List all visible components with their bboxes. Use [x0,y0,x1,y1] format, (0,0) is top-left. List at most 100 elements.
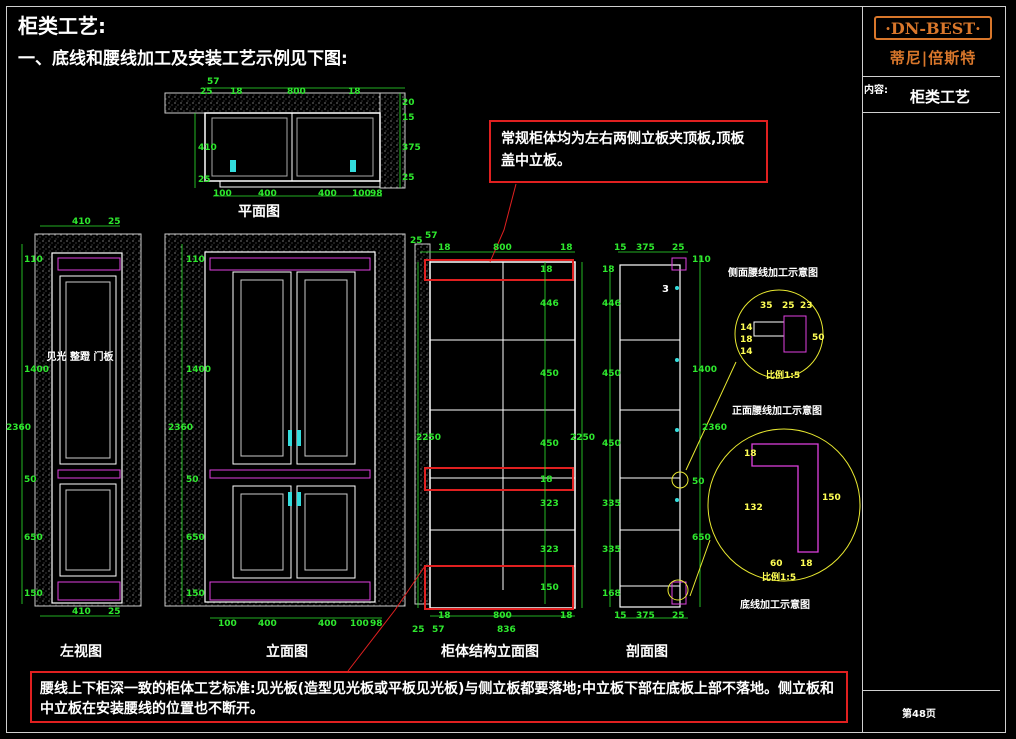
title-block-divider [862,76,1000,77]
dim-detail-b-60: 60 [770,559,783,569]
page-subtitle: 一、底线和腰线加工及安装工艺示例见下图: [18,49,348,69]
dim-plan-410: 410 [198,143,217,153]
brand-logo: ·DN-BEST· [874,16,992,40]
shelf-mark: 3 [662,284,669,295]
dim-sect-l-335b: 335 [602,545,621,555]
scale-label-2: 比例1:5 [762,571,796,583]
dim-struct-i-18: 18 [540,265,553,275]
dimension-labels: 57 25 18 800 18 100 400 400 100 98 410 2… [6,77,841,635]
dim-plan-side-25: 25 [198,175,211,185]
dim-struct-i-18w: 18 [540,475,553,485]
dim-left-650: 650 [24,533,43,543]
content-label: 内容: [864,85,888,96]
dim-sect-b-25: 25 [672,611,685,621]
dim-front-110: 110 [186,255,205,265]
dim-front-1400: 1400 [186,365,211,375]
dim-left-150: 150 [24,589,43,599]
plan-view-caption: 平面图 [238,204,280,220]
dim-front-b-98: 98 [370,619,383,629]
callout-top-note: 常规柜体均为左右两侧立板夹顶板,顶板盖中立板。 [489,120,768,183]
dim-detail-23: 23 [800,301,813,311]
dim-detail-b-18: 18 [744,449,757,459]
dim-sect-l-446: 446 [602,299,621,309]
dim-struct-i-323b: 323 [540,545,559,555]
dim-sect-375: 375 [636,243,655,253]
dim-detail-b-18b: 18 [800,559,813,569]
content-value: 柜类工艺 [910,88,971,106]
dim-plan-r-25: 25 [402,173,415,183]
title-block-divider [862,690,1000,691]
dim-plan-r-15: 15 [402,113,415,123]
dim-sect-r-650: 650 [692,533,711,543]
dim-sect-r-50: 50 [692,477,705,487]
structure-view-caption: 柜体结构立面图 [441,644,539,660]
scale-label-1: 比例1:5 [766,369,800,381]
dim-front-b-100b: 100 [350,619,369,629]
dim-left-25: 25 [108,217,121,227]
brand-name: 蒂尼|倍斯特 [889,49,977,67]
dim-sect-l-450b: 450 [602,439,621,449]
dim-sect-b-375: 375 [636,611,655,621]
dim-front-b-100: 100 [218,619,237,629]
dim-detail-35: 35 [760,301,773,311]
dim-struct-i-323: 323 [540,499,559,509]
dim-front-2360: 2360 [168,423,193,433]
dim-left-1400: 1400 [24,365,49,375]
drawing-frame [6,6,1006,733]
dim-struct-800: 800 [493,243,512,253]
dim-struct-b-18a: 18 [438,611,451,621]
dim-struct-25: 25 [410,236,423,246]
dim-struct-2250-left: 2250 [416,433,441,443]
door-note: 见光 整蹬 门板 [47,350,115,363]
dim-sect-b-15: 15 [614,611,627,621]
dim-detail-b-150: 150 [822,493,841,503]
section-view-caption: 剖面图 [626,644,668,660]
dim-front-50: 50 [186,475,199,485]
dim-sect-110: 110 [692,255,711,265]
dim-sect-l-335: 335 [602,499,621,509]
structure-view [347,183,583,672]
front-view [164,233,406,619]
dim-sect-l-450: 450 [602,369,621,379]
dim-plan-r-375: 375 [402,143,421,153]
dim-struct-b-57: 57 [432,625,445,635]
dim-struct-18a: 18 [438,243,451,253]
page-number: 第48页 [902,709,936,720]
title-block [862,6,1000,733]
dim-struct-b-836: 836 [497,625,516,635]
dim-struct-i-446: 446 [540,299,559,309]
dim-struct-i-450b: 450 [540,439,559,449]
dim-front-b-400a: 400 [258,619,277,629]
dim-front-650: 650 [186,533,205,543]
dim-plan-57: 57 [207,77,220,87]
dim-plan-r-20: 20 [402,98,415,108]
page-title: 柜类工艺: [18,14,106,38]
dim-struct-b-25: 25 [412,625,425,635]
dim-struct-b-18b: 18 [560,611,573,621]
dim-left-110: 110 [24,255,43,265]
dim-struct-18b: 18 [560,243,573,253]
dim-left-b-25: 25 [108,607,121,617]
dim-struct-b-800: 800 [493,611,512,621]
dim-sect-r-1400: 1400 [692,365,717,375]
dim-sect-l-18: 18 [602,265,615,275]
dim-plan-b-98: 98 [370,189,383,199]
dim-detail-14: 14 [740,323,753,333]
plan-view [164,87,406,197]
side-waistline-caption: 侧面腰线加工示意图 [728,268,818,279]
dim-left-2360: 2360 [6,423,31,433]
dim-sect-25: 25 [672,243,685,253]
baseline-caption: 底线加工示意图 [740,600,810,611]
dim-detail-50: 50 [812,333,825,343]
dim-front-b-400b: 400 [318,619,337,629]
dim-plan-18b: 18 [348,87,361,97]
dim-sect-r-2360: 2360 [702,423,727,433]
front-waistline-caption: 正面腰线加工示意图 [732,406,822,417]
dim-detail-25: 25 [782,301,795,311]
front-view-caption: 立面图 [266,644,308,660]
dim-left-50: 50 [24,475,37,485]
section-view [609,251,701,619]
dim-detail-14b: 14 [740,347,753,357]
dim-front-150: 150 [186,589,205,599]
